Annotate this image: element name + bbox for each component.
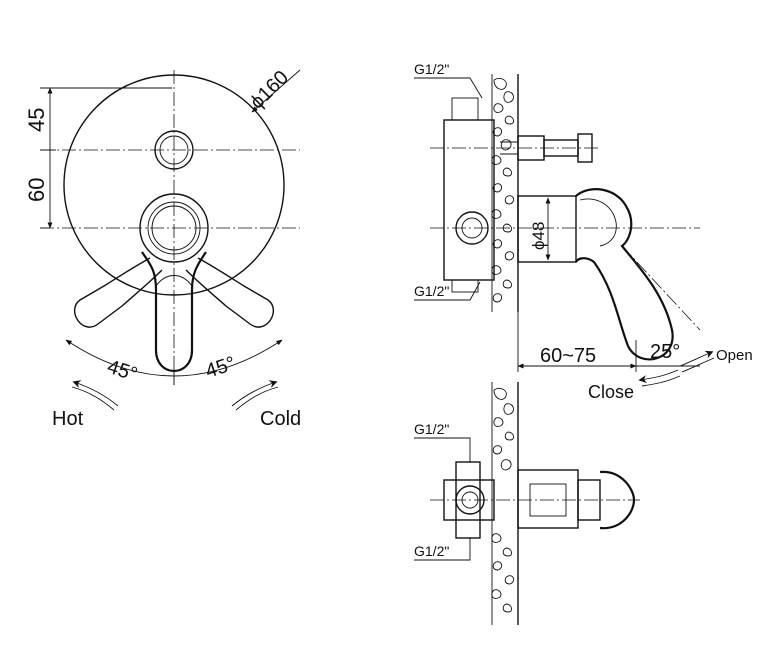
angle-right-label: 45°: [203, 352, 239, 382]
hot-label: Hot: [52, 408, 84, 430]
front-view: 45 60 ϕ160 45° 45° Hot Cold: [24, 66, 301, 430]
cold-label: Cold: [260, 408, 301, 430]
open-arrow: [679, 350, 714, 367]
handle-cold-position: [185, 257, 274, 328]
cold-arrow: [231, 380, 278, 407]
diverter-knob: [154, 130, 194, 170]
wall-section-top: [491, 382, 519, 625]
escutcheon: [517, 195, 577, 263]
angle-left-label: 45°: [104, 356, 140, 386]
wall-section: [491, 74, 519, 312]
lever-handle: [575, 188, 674, 361]
angle-25-label: 25°: [650, 341, 680, 363]
dim-60-label: 60: [24, 178, 49, 202]
diameter-leader: [251, 69, 301, 113]
open-label: Open: [716, 347, 753, 364]
top-lever-handle: [599, 470, 636, 530]
close-arrow: [638, 369, 679, 384]
mixer-ring: [139, 193, 209, 263]
close-label: Close: [588, 382, 634, 402]
dim-45-label: 45: [24, 108, 49, 132]
side-inlet-top-label: G1/2": [414, 61, 449, 77]
top-inlet-bottom-label: G1/2": [414, 543, 449, 559]
top-view: G1/2" G1/2": [414, 382, 640, 625]
depth-label: 60~75: [540, 345, 596, 367]
side-view: G1/2" G1/2" ϕ48 60~75 25° Open Close: [414, 61, 753, 402]
valve-body: [443, 119, 495, 281]
diameter-48-label: ϕ48: [529, 222, 548, 250]
top-inlet-top-label: G1/2": [414, 421, 449, 437]
hot-arrow: [72, 380, 119, 407]
side-inlet-bottom-label: G1/2": [414, 283, 449, 299]
diameter-label: ϕ160: [246, 66, 293, 113]
handle-hot-position: [74, 257, 163, 328]
